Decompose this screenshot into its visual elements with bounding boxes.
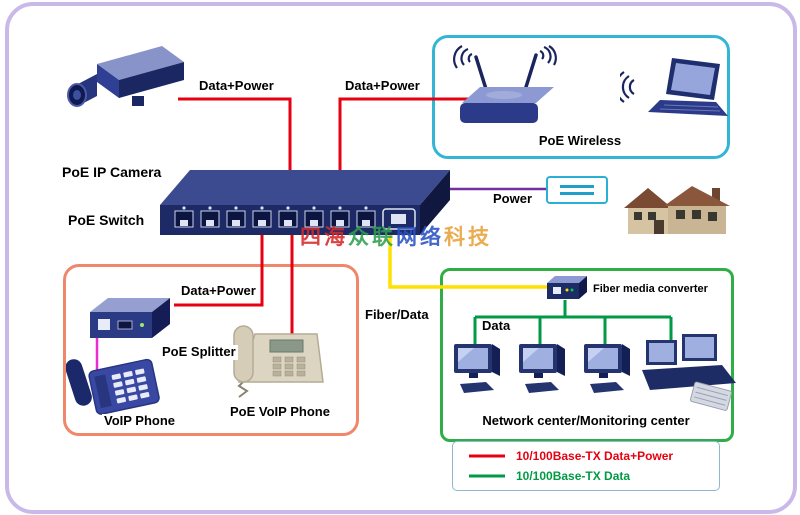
computer-icon	[519, 344, 565, 393]
house	[620, 176, 735, 238]
monitoring-console	[638, 328, 738, 412]
legend-green-line-icon	[469, 474, 505, 478]
data-label: Data	[480, 318, 513, 334]
voip-phone	[65, 348, 170, 418]
house-icon	[624, 186, 730, 234]
outer-frame	[5, 2, 797, 514]
adapter-line	[560, 185, 594, 188]
adapter-line	[560, 192, 594, 195]
computer-icon	[584, 344, 630, 393]
poe-voip-phone-device	[225, 310, 330, 405]
workstation-2	[513, 338, 573, 398]
computer-icon	[454, 344, 500, 393]
workstation-3	[578, 338, 638, 398]
splitter-label: PoE Splitter	[160, 344, 238, 360]
camera-icon	[67, 46, 184, 107]
legend-label-data-power: 10/100Base-TX Data+Power	[516, 449, 674, 464]
network-center-label: Network center/Monitoring center	[482, 413, 690, 428]
switch-label: PoE Switch	[66, 212, 147, 229]
wireless-zone-label: PoE Wireless	[538, 133, 622, 148]
data-power-wireless-label: Data+Power	[343, 78, 422, 94]
media-converter-icon	[547, 276, 587, 299]
power-label: Power	[491, 191, 535, 207]
monitoring-console-icon	[642, 334, 736, 411]
fiber-media-converter-label: Fiber media converter	[591, 283, 710, 296]
legend-red-line-icon	[469, 454, 505, 458]
poe-ip-camera	[52, 38, 187, 138]
voip-phone-label: VoIP Phone	[102, 413, 178, 429]
power-adapter	[546, 176, 608, 204]
zone-network-center	[440, 268, 734, 442]
legend-item-data: 10/100Base-TX Data	[467, 469, 705, 483]
camera-label: PoE IP Camera	[60, 164, 164, 181]
voip-phone-icon	[65, 358, 160, 415]
fiber-media-converter-device	[545, 274, 589, 301]
fiber-data-label: Fiber/Data	[363, 307, 431, 323]
data-power-camera-label: Data+Power	[197, 78, 276, 94]
poe-wireless-router	[452, 45, 564, 133]
laptop-icon	[614, 58, 728, 116]
legend-label-data: 10/100Base-TX Data	[516, 468, 631, 483]
switch-watermark: 四海众联网络科技	[300, 226, 492, 249]
zone-poe-wireless	[432, 35, 730, 159]
wireless-router-icon	[453, 45, 557, 123]
poe-voip-phone-label: PoE VoIP Phone	[228, 404, 332, 420]
desk-phone-icon	[233, 325, 324, 398]
laptop	[614, 52, 738, 134]
poe-splitter-device	[80, 288, 180, 350]
legend: 10/100Base-TX Data+Power 10/100Base-TX D…	[452, 441, 720, 491]
workstation-1	[448, 338, 508, 398]
data-power-splitter-label: Data+Power	[179, 283, 258, 299]
legend-item-data-power: 10/100Base-TX Data+Power	[467, 449, 705, 463]
splitter-icon	[90, 298, 170, 338]
